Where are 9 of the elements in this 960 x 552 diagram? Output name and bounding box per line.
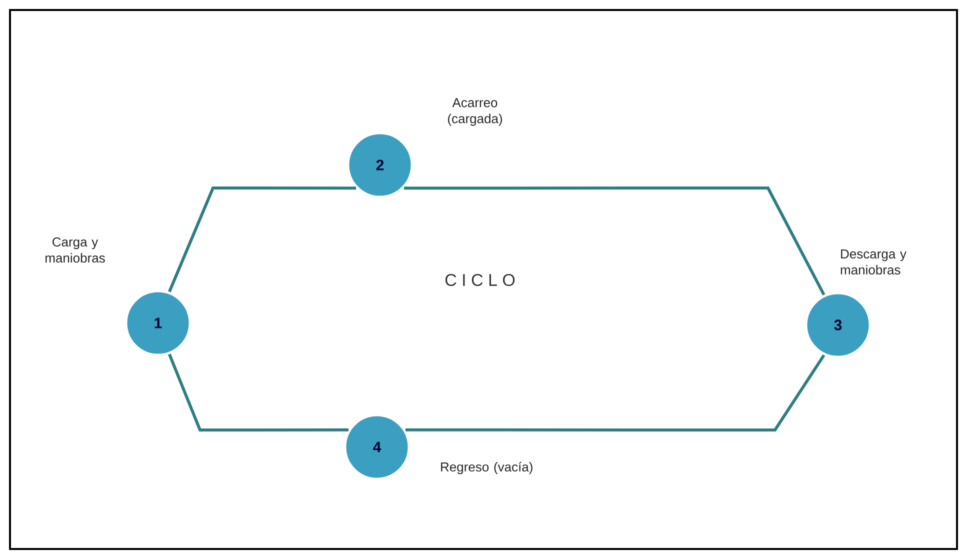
connector-line xyxy=(404,186,826,296)
step-caption: Acarreo (cargada) xyxy=(448,98,502,126)
connector-line xyxy=(168,186,356,292)
step-caption: Descarga y maniobras xyxy=(840,249,906,275)
connector-line xyxy=(168,354,348,432)
cycle-label: C I C L O xyxy=(445,274,515,286)
step-caption: Carga y maniobras xyxy=(46,237,105,263)
step-caption: Regreso (vacía) xyxy=(441,462,532,474)
connector-line xyxy=(406,354,826,432)
